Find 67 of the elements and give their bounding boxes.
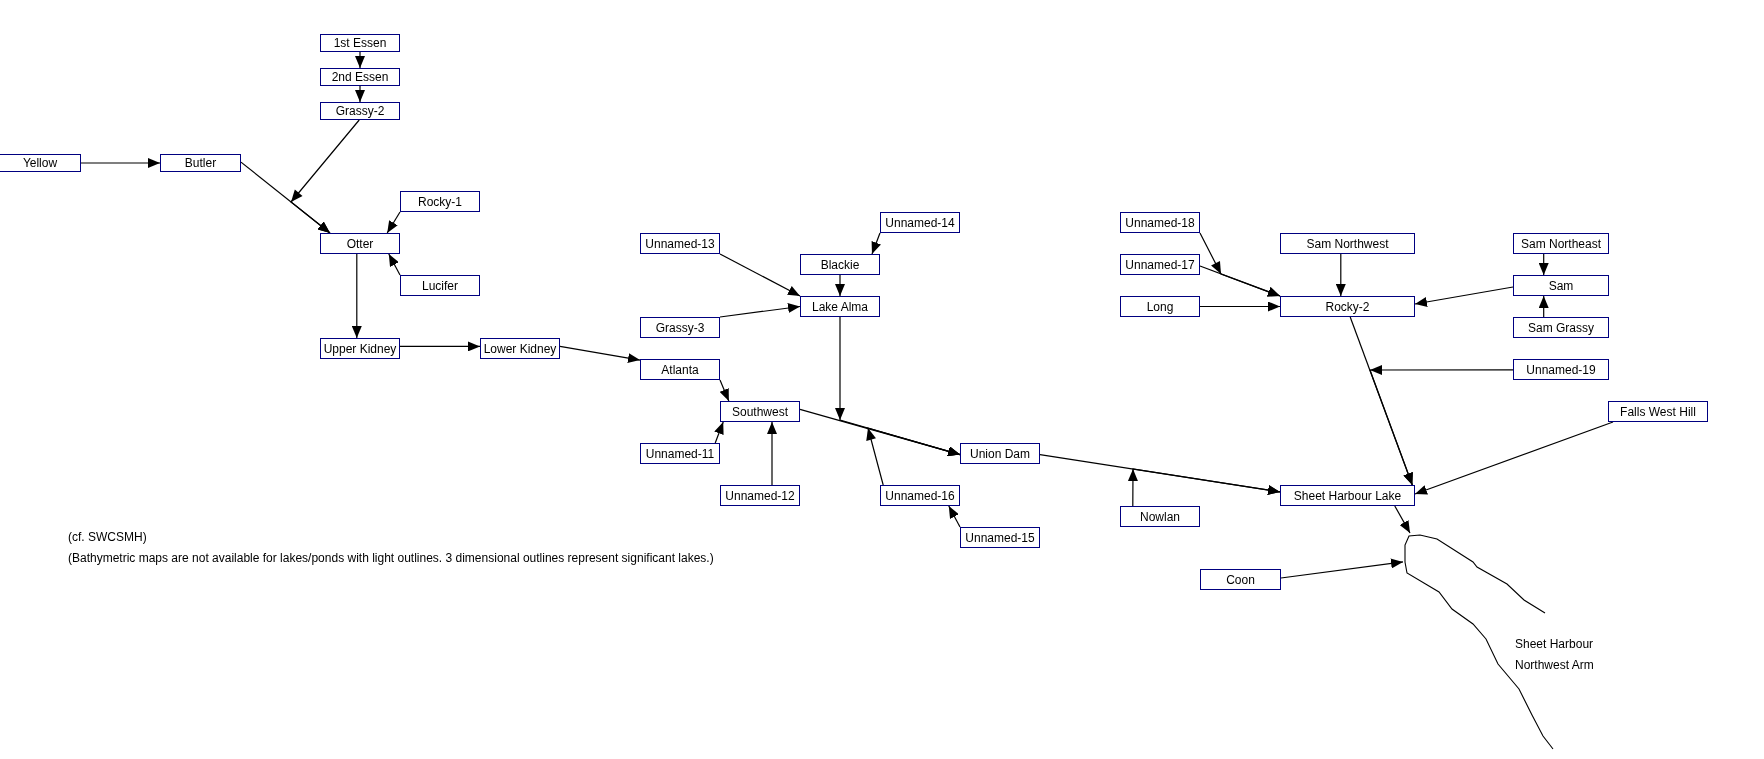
lake-box: Lucifer [400, 275, 480, 296]
lake-box: Upper Kidney [320, 338, 400, 359]
lake-box: Unnamed-19 [1513, 359, 1609, 380]
lake-box: Blackie [800, 254, 880, 275]
lake-box: Grassy-3 [640, 317, 720, 338]
lake-box: Sam Northeast [1513, 233, 1609, 254]
arrow [719, 303, 801, 318]
arrow [1414, 286, 1514, 307]
lake-box: Nowlan [1120, 506, 1200, 527]
lake-box: Coon [1200, 569, 1281, 590]
lake-box: Unnamed-18 [1120, 212, 1200, 233]
lake-box: Unnamed-11 [640, 443, 720, 464]
arrow [871, 232, 881, 255]
arrow [290, 119, 360, 234]
arrow [559, 345, 641, 363]
lake-box: Rocky-2 [1280, 296, 1415, 317]
lake-box: Sam Grassy [1513, 317, 1609, 338]
lake-box: Southwest [720, 401, 800, 422]
arrow [351, 253, 362, 339]
note-text: (cf. SWCSMH) [68, 530, 147, 544]
arrow [355, 85, 365, 103]
arrow [719, 379, 730, 402]
arrow [719, 253, 801, 297]
arrow [355, 51, 365, 69]
arrow [835, 274, 845, 297]
arrow [948, 505, 961, 528]
arrow [386, 211, 401, 234]
arrow [1335, 253, 1346, 297]
lake-box: Otter [320, 233, 400, 254]
lake-box: Sam Northwest [1280, 233, 1415, 254]
lake-box: Sam [1513, 275, 1609, 296]
arrow [1414, 421, 1614, 495]
arrow [1369, 365, 1514, 486]
lake-box: 2nd Essen [320, 68, 400, 86]
arrow [399, 341, 481, 352]
lake-box: 1st Essen [320, 34, 400, 52]
arrow [714, 421, 724, 444]
lake-box: Long [1120, 296, 1200, 317]
lake-box: Unnamed-12 [720, 485, 800, 506]
place-label: Sheet Harbour Northwest Arm [1515, 636, 1595, 674]
note-text: (Bathymetric maps are not available for lakes/ponds with light outlines. 3 dimensional outlines represent significant lakes.) [68, 551, 714, 565]
arrow [866, 427, 961, 486]
arrow [1538, 253, 1549, 276]
lake-box: Unnamed-13 [640, 233, 720, 254]
arrow [1538, 295, 1549, 318]
arrow [1199, 301, 1281, 312]
arrow [1394, 505, 1411, 534]
arrow [388, 253, 401, 276]
lake-box: Unnamed-15 [960, 527, 1040, 548]
lake-box: Unnamed-17 [1120, 254, 1200, 275]
lake-box: Grassy-2 [320, 102, 400, 120]
lake-box: Lower Kidney [480, 338, 560, 359]
lake-box: Union Dam [960, 443, 1040, 464]
lake-box: Unnamed-14 [880, 212, 960, 233]
arrow [767, 421, 777, 486]
lake-box: Yellow [0, 154, 81, 172]
lake-box: Lake Alma [800, 296, 880, 317]
lake-box: Butler [160, 154, 241, 172]
lake-box: Rocky-1 [400, 191, 480, 212]
lake-box: Atlanta [640, 359, 720, 380]
arrow [80, 158, 161, 168]
arrow [1127, 468, 1281, 507]
lake-box: Falls West Hill [1608, 401, 1708, 422]
lake-box: Unnamed-16 [880, 485, 960, 506]
lake-box: Sheet Harbour Lake [1280, 485, 1415, 506]
arrow [1280, 558, 1404, 579]
arrow [1199, 232, 1281, 297]
